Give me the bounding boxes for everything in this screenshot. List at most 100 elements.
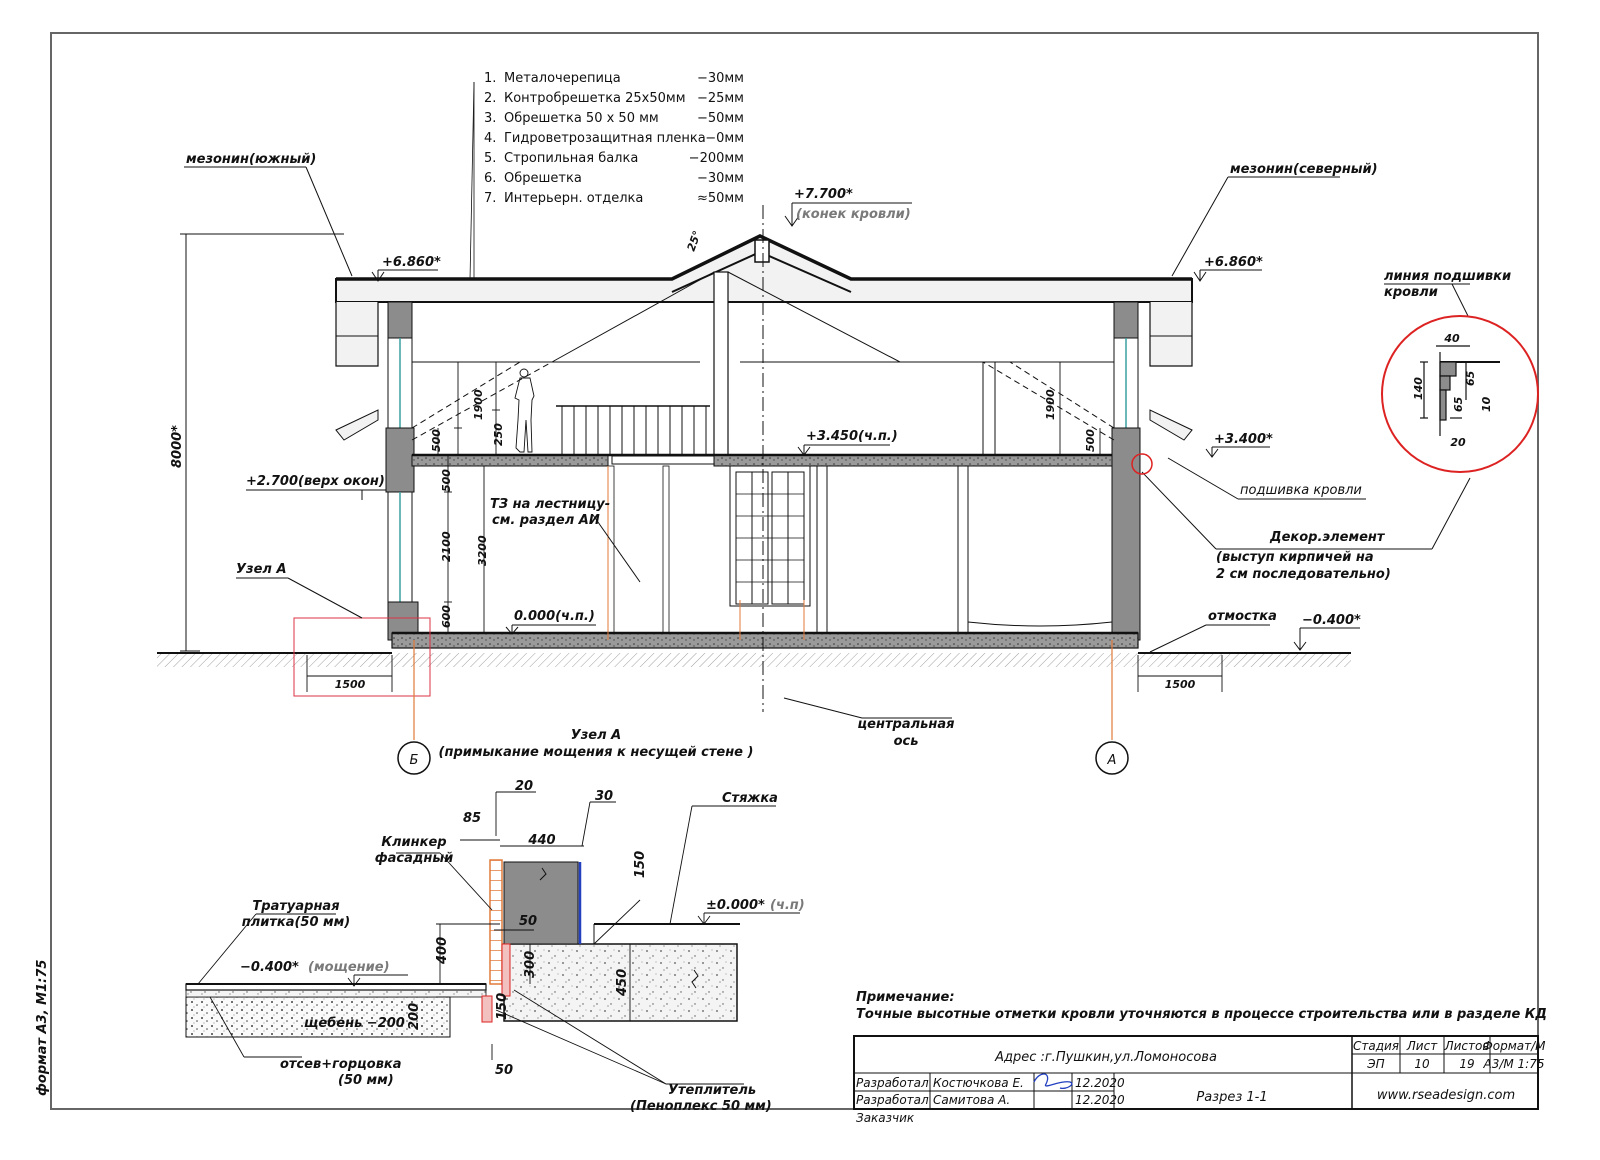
styazhka-label: Стяжка [722, 791, 778, 806]
roof-spec-name-6: Обрешетка [504, 171, 582, 186]
note-title: Примечание: [856, 990, 955, 1005]
axis-b-label: Б [410, 753, 419, 768]
roof-spec-num-4: 4. [484, 131, 496, 146]
klinker-2: фасадный [375, 851, 454, 866]
soffit-line-2: кровли [1384, 285, 1438, 300]
mezonin-north-label: мезонин(северный) [1230, 162, 1378, 177]
roof-spec-thk-1: −30мм [697, 71, 744, 86]
walls [385, 271, 1141, 641]
ground [157, 647, 1351, 667]
roof [335, 234, 1193, 367]
node-dim-440: 440 [527, 833, 555, 848]
roof-spec-num-2: 2. [484, 91, 496, 106]
tb-h-format: Формат/М [1482, 1039, 1546, 1053]
tb-h-sheets: Листов [1444, 1039, 1490, 1053]
roof-spec-name-5: Стропильная балка [504, 151, 638, 166]
dim-600: 600 [440, 605, 453, 628]
insul-1: Утеплитель [668, 1083, 756, 1098]
axis-marker-b: Б [397, 741, 431, 775]
axis-marker-a: А [1095, 741, 1129, 775]
total-height: 8000* [170, 425, 185, 468]
paving-right-dim: 1500 [1165, 678, 1196, 691]
circle-dim-40: 40 [1443, 332, 1460, 345]
roof-spec-num-7: 7. [484, 191, 496, 206]
decor-note-1: (выступ кирпичей на [1216, 550, 1374, 565]
node-a-label: Узел А [236, 562, 287, 577]
soffit-line-1: линия подшивки [1384, 269, 1511, 284]
ridge-caption: (конек кровли) [796, 207, 911, 222]
roof-spec-num-5: 5. [484, 151, 496, 166]
decor-title: Декор.элемент [1269, 530, 1386, 545]
floor1-level: 0.000(ч.п.) [514, 609, 595, 624]
window-top-level: +2.700(верх окон) [246, 474, 385, 489]
roof-spec-thk-6: −30мм [697, 171, 744, 186]
node-dim-150-bottom: 150 [495, 993, 510, 1020]
roof-spec-num-3: 3. [484, 111, 496, 126]
gravel-label: щебень −200 [304, 1016, 405, 1031]
tb-address: Адрес :г.Пушкин,ул.Ломоносова [994, 1050, 1217, 1065]
dim-3200: 3200 [476, 535, 489, 566]
dim-500-lower: 500 [440, 469, 453, 492]
right-soffit-level: +3.400* [1214, 432, 1273, 447]
node-dim-400: 400 [435, 937, 450, 965]
paving-left-dim: 1500 [335, 678, 366, 691]
otsev-1: отсев+горцовка [280, 1057, 402, 1072]
dim-1900-left: 1900 [472, 389, 485, 420]
glazed-door [729, 465, 811, 607]
tb-date-2: 12.2020 [1075, 1093, 1125, 1107]
dim-500-upper: 500 [430, 429, 443, 452]
tb-v-format: А3/М 1:75 [1482, 1057, 1544, 1071]
tb-name-2: Самитова А. [933, 1093, 1010, 1107]
right-eave-level: +6.860* [1204, 255, 1263, 270]
central-axis-1: центральная [858, 717, 955, 732]
tb-role-3: Заказчик [856, 1111, 915, 1125]
circle-dim-65-b: 65 [1452, 396, 1465, 412]
ridge-level: +7.700* [794, 187, 853, 202]
tb-v-sheets: 19 [1459, 1057, 1474, 1071]
klinker-1: Клинкер [381, 835, 446, 850]
tb-role-2: Разработал [856, 1093, 929, 1107]
node-dim-200: 200 [407, 1003, 422, 1030]
circle-dim-140: 140 [1412, 377, 1425, 400]
roof-spec-name-3: Обрешетка 50 х 50 мм [504, 111, 659, 126]
slab-caption: (ч.п) [770, 898, 805, 913]
tb-date-1: 12.2020 [1075, 1076, 1125, 1090]
stair-note-1: ТЗ на лестницу- [490, 497, 610, 512]
person-figure [514, 368, 535, 453]
decor-note-2: 2 см последовательно) [1216, 567, 1391, 582]
tb-sheet-title: Разрез 1-1 [1196, 1090, 1267, 1105]
node-a-detail [185, 859, 740, 1038]
node-dim-20: 20 [515, 779, 533, 794]
sheet-format: формат А3, М1:75 [35, 960, 50, 1096]
dim-500-right: 500 [1084, 429, 1097, 452]
roof-spec-name-1: Металочерепица [504, 71, 621, 86]
paving-caption: (мощение) [308, 960, 390, 975]
trotuar-2: плитка(50 мм) [242, 915, 351, 930]
soffit-detail [1381, 315, 1539, 473]
circle-dim-10: 10 [1480, 396, 1493, 412]
insul-2: (Пеноплекс 50 мм) [630, 1099, 772, 1114]
mezonin-south-label: мезонин(южный) [186, 152, 316, 167]
node-dim-50-top: 50 [519, 914, 537, 929]
dim-2100: 2100 [440, 531, 453, 562]
node-dim-450: 450 [615, 969, 630, 997]
detail-subtitle: (примыкание мощения к несущей стене ) [439, 745, 754, 760]
roof-spec-num-6: 6. [484, 171, 496, 186]
central-axis-2: ось [894, 734, 919, 749]
node-dim-50-bottom: 50 [495, 1063, 513, 1078]
floor2-level: +3.450(ч.п.) [806, 429, 898, 444]
tb-v-stage: ЭП [1366, 1057, 1384, 1071]
roof-spec-thk-3: −50мм [697, 111, 744, 126]
signature [1033, 1073, 1073, 1090]
roof-spec-thk-2: −25мм [697, 91, 744, 106]
node-dim-150-top: 150 [633, 851, 648, 878]
tb-name-1: Костючкова Е. [933, 1076, 1024, 1090]
roof-angle: 25° [685, 229, 704, 253]
circle-dim-65-a: 65 [1464, 370, 1477, 386]
sheet-frame [50, 32, 1539, 1110]
note-text: Точные высотные отметки кровли уточняютс… [856, 1007, 1547, 1022]
roof-spec-name-4: Гидроветрозащитная пленка [504, 131, 706, 146]
roof-spec-name-7: Интерьерн. отделка [504, 191, 643, 206]
